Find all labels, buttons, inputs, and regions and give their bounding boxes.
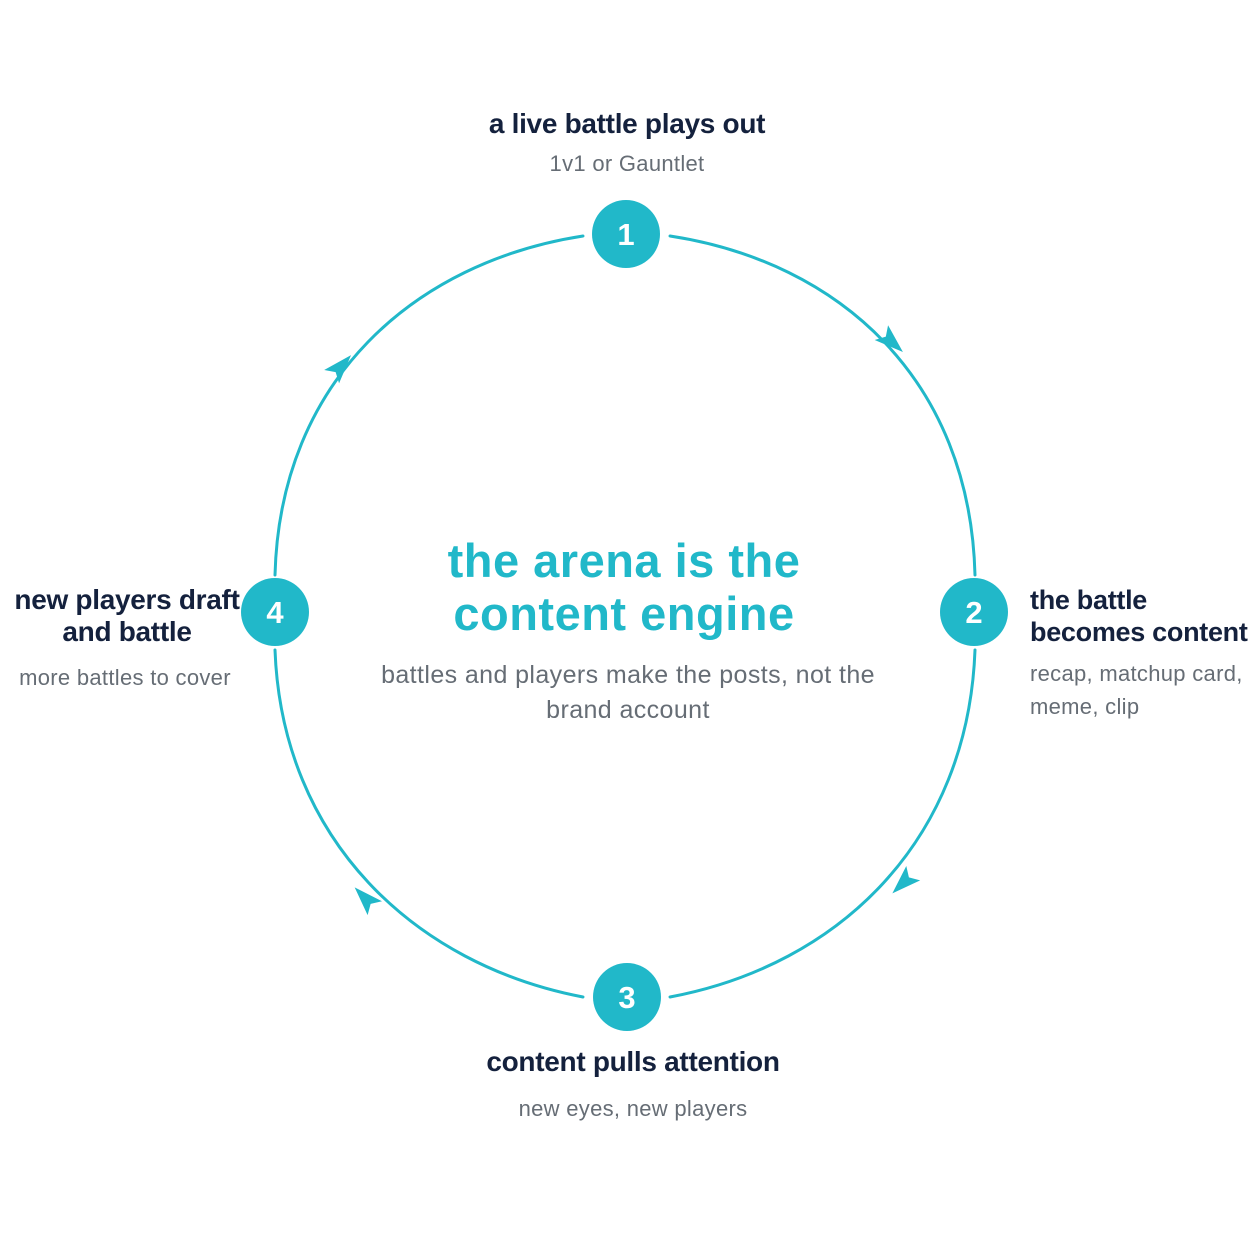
center-tagline: battles and players make the posts, not … — [381, 661, 875, 724]
stage-4-node: 4 — [241, 578, 309, 646]
stage-3-node: 3 — [593, 963, 661, 1031]
stage-2-subtitle: recap, matchup card, meme, clip — [1030, 661, 1243, 719]
stage-2-node: 2 — [940, 578, 1008, 646]
stage-3-title: content pulls attention — [486, 1046, 780, 1077]
stage-1-node: 1 — [592, 200, 660, 268]
stage-2-title: the battle becomes content — [1030, 585, 1248, 647]
stage-2-number: 2 — [965, 595, 982, 630]
arc-4-to-1 — [273, 234, 585, 577]
stage-3-subtitle: new eyes, new players — [518, 1096, 748, 1121]
stage-4-title: new players draft and battle — [14, 584, 240, 647]
arrow-3-to-4 — [354, 887, 383, 916]
arrow-2-to-3 — [892, 865, 921, 894]
center-headline: the arena is the content engine — [447, 534, 801, 640]
stage-1-subtitle: 1v1 or Gauntlet — [549, 151, 705, 176]
arrow-4-to-1 — [324, 355, 352, 384]
arc-3-to-4 — [273, 648, 585, 999]
stage-1-number: 1 — [617, 217, 634, 252]
arrow-1-to-2 — [874, 325, 903, 353]
stage-4-subtitle: more battles to cover — [19, 665, 231, 690]
stage-1-title: a live battle plays out — [488, 108, 766, 139]
stage-3-number: 3 — [618, 980, 635, 1015]
stage-4-number: 4 — [266, 595, 284, 630]
arc-2-to-3 — [668, 648, 977, 999]
arc-1-to-2 — [668, 234, 977, 577]
